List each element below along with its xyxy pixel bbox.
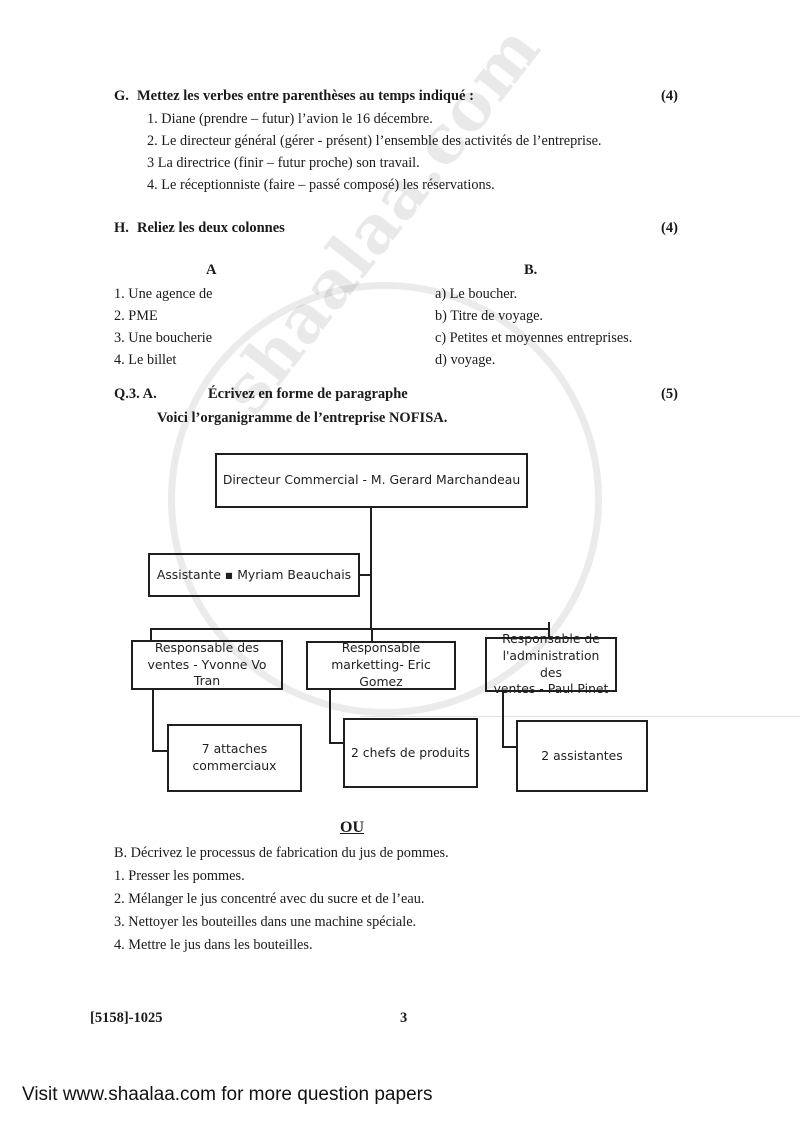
connector-manager-drop-3	[548, 622, 550, 638]
question-3-title: Écrivez en forme de paragraphe	[208, 386, 408, 402]
org-node-director: Directeur Commercial - M. Gerard Marchan…	[215, 453, 528, 508]
alternative-step-1: 1. Presser les pommes.	[114, 868, 245, 884]
connector-assistant-stub	[358, 574, 372, 576]
connector-manager-drop-1	[150, 628, 152, 642]
alternative-step-3: 3. Nettoyer les bouteilles dans une mach…	[114, 914, 417, 930]
column-a-item-2: 2. PME	[114, 308, 158, 324]
section-h-marks: (4)	[661, 220, 678, 236]
org-node-assistant: Assistante ▪ Myriam Beauchais	[148, 553, 360, 597]
section-g-marks: (4)	[661, 88, 678, 104]
connector-report-drop-1	[152, 690, 154, 752]
org-node-manager-administration: Responsable de l'administration des vent…	[485, 631, 617, 696]
section-g-item-2: 2. Le directeur général (gérer - présent…	[147, 133, 602, 149]
org-node-report-product-chiefs: 2 chefs de produits	[343, 718, 478, 788]
column-b-item-d: d) voyage.	[435, 352, 496, 368]
column-a-item-1: 1. Une agence de	[114, 286, 213, 302]
alternative-step-4: 4. Mettre le jus dans les bouteilles.	[114, 937, 313, 953]
connector-director-spine	[370, 508, 372, 630]
column-a-item-4: 4. Le billet	[114, 352, 177, 368]
column-b-header: B.	[524, 262, 538, 278]
alternative-separator: OU	[340, 819, 364, 836]
connector-report-elbow-2	[329, 742, 345, 744]
column-b-item-b: b) Titre de voyage.	[435, 308, 544, 324]
site-banner: Visit www.shaalaa.com for more question …	[22, 1084, 433, 1105]
connector-report-elbow-3	[502, 746, 518, 748]
column-b-item-a: a) Le boucher.	[435, 286, 518, 302]
connector-report-drop-3	[502, 692, 504, 748]
connector-report-drop-2	[329, 690, 331, 744]
alternative-label: B. Décrivez le processus de fabrication …	[114, 845, 449, 861]
question-3-subtitle: Voici l’organigramme de l’entreprise NOF…	[157, 410, 448, 426]
section-h-title: Reliez les deux colonnes	[137, 220, 285, 236]
connector-manager-drop-2	[371, 628, 373, 642]
section-g-label: G.	[114, 88, 129, 104]
question-3-label: Q.3. A.	[114, 386, 157, 402]
column-b-item-c: c) Petites et moyennes entreprises.	[435, 330, 633, 346]
section-g-item-1: 1. Diane (prendre – futur) l’avion le 16…	[147, 111, 433, 127]
section-g-title: Mettez les verbes entre parenthèses au t…	[137, 88, 474, 104]
alternative-step-2: 2. Mélanger le jus concentré avec du suc…	[114, 891, 425, 907]
org-node-report-assistants: 2 assistantes	[516, 720, 648, 792]
section-g-item-4: 4. Le réceptionniste (faire – passé comp…	[147, 177, 495, 193]
section-g-item-3: 3 La directrice (finir – futur proche) s…	[147, 155, 420, 171]
column-a-header: A	[206, 262, 217, 278]
paper-code: [5158]-1025	[90, 1010, 163, 1026]
question-3-marks: (5)	[661, 386, 678, 402]
section-h-label: H.	[114, 220, 129, 236]
column-a-item-3: 3. Une boucherie	[114, 330, 213, 346]
connector-report-elbow-1	[152, 750, 169, 752]
connector-managers-bus	[150, 628, 550, 630]
org-node-manager-sales: Responsable des ventes - Yvonne Vo Tran	[131, 640, 283, 690]
org-node-report-commercial: 7 attaches commerciaux	[167, 724, 302, 792]
page-number: 3	[400, 1010, 408, 1026]
org-node-manager-marketing: Responsable marketting- Eric Gomez	[306, 640, 456, 690]
